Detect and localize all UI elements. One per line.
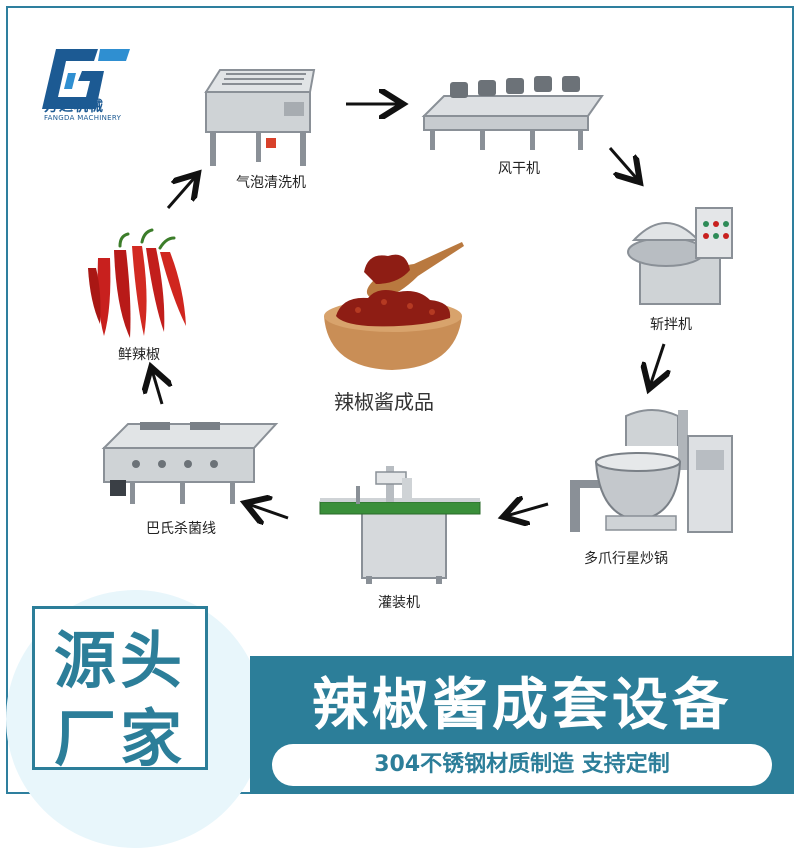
- air-dryer-image: [421, 76, 604, 150]
- arrow-wok-to-fill: [506, 504, 549, 516]
- step-label-wash: 气泡清洗机: [236, 175, 306, 191]
- logo-chinese: 方达机械: [44, 99, 104, 115]
- banner-title: 辣椒酱成套设备: [312, 673, 732, 738]
- banner-subtitle: 304不锈钢材质制造 支持定制: [272, 744, 772, 786]
- bowl-chopper-image: [627, 207, 733, 305]
- step-label-chop: 斩拌机: [650, 317, 692, 333]
- bottom-banner: 辣椒酱成套设备 304不锈钢材质制造 支持定制: [250, 656, 794, 794]
- logo-english: FANGDA MACHINERY: [44, 114, 122, 122]
- planetary-wok-image: [570, 409, 733, 533]
- arrow-dry-to-chop: [608, 147, 638, 180]
- flow-arrows: [0, 0, 800, 640]
- step-label-pepper: 鲜辣椒: [118, 347, 160, 363]
- step-label-dry: 风干机: [498, 161, 540, 177]
- arrow-fill-to-pasteur: [248, 504, 289, 518]
- bubble-washer-image: [204, 69, 316, 166]
- fangda-logo: [42, 49, 130, 109]
- step-label-pasteur: 巴氏杀菌线: [146, 521, 216, 537]
- filling-machine-image: [319, 466, 481, 584]
- badge-line1: 源头: [53, 624, 186, 697]
- chili-sauce-bowl-image: [324, 242, 464, 370]
- step-label-wok: 多爪行星炒锅: [584, 551, 668, 567]
- badge-box: [32, 606, 208, 770]
- badge-line2: 厂家: [53, 702, 186, 775]
- arrow-pepper-to-wash: [166, 176, 196, 209]
- fresh-pepper-image: [88, 228, 186, 338]
- pasteurization-line-image: [101, 422, 279, 504]
- center-product-label: 辣椒酱成品: [334, 390, 434, 414]
- arrow-chop-to-wok: [650, 343, 664, 386]
- arrow-pasteur-to-pepper: [152, 370, 162, 405]
- step-label-fill: 灌装机: [378, 595, 420, 611]
